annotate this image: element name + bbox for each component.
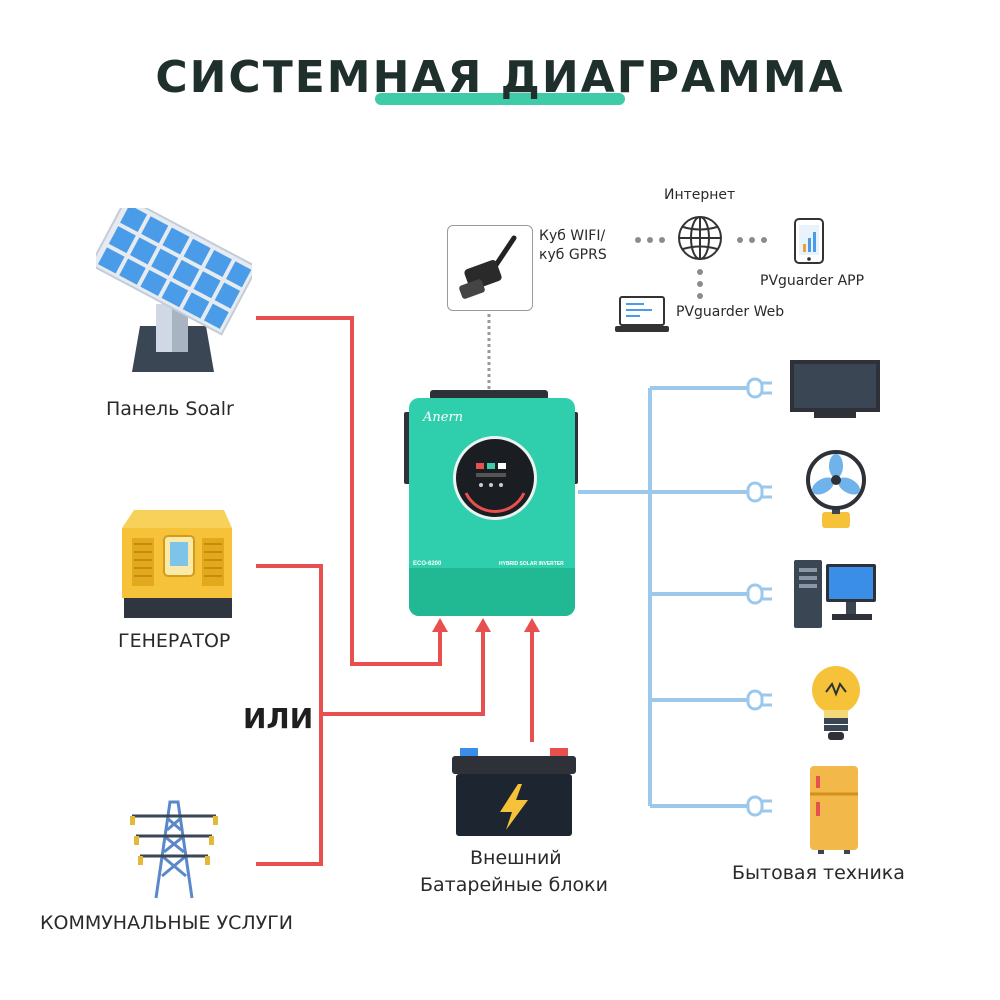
solar-wire xyxy=(256,316,442,666)
solar-label: Панель Soalr xyxy=(106,398,234,420)
power-tower-icon xyxy=(130,800,218,899)
generator-icon xyxy=(122,510,232,618)
inverter-model: ECO-6200 xyxy=(413,561,442,567)
wifi-label-line2: куб GPRS xyxy=(539,247,607,263)
inverter-type: HYBRID SOLAR INVERTER xyxy=(499,561,564,567)
utility-label: КОММУНАЛЬНЫЕ УСЛУГИ xyxy=(40,912,294,934)
battery-label-line1: Внешний xyxy=(470,847,562,869)
inverter-display xyxy=(453,436,537,520)
phone-app-icon xyxy=(794,218,824,264)
inverter-brand: Anern xyxy=(423,410,464,425)
laptop-web-icon xyxy=(615,296,669,332)
appliances-label: Бытовая техника xyxy=(732,862,905,884)
inverter-left-handle xyxy=(404,412,412,484)
battery-icon xyxy=(452,748,576,836)
title-underline xyxy=(375,93,625,105)
globe-icon xyxy=(678,216,722,260)
display-screen-icon xyxy=(464,463,526,513)
network-dots xyxy=(635,237,767,299)
or-label: ИЛИ xyxy=(243,702,314,735)
battery-label-line2: Батарейные блоки xyxy=(420,874,608,896)
tv-icon xyxy=(790,360,880,418)
output-wires xyxy=(578,386,748,808)
inverter-bottom-panel xyxy=(409,568,575,616)
plug-icons xyxy=(746,377,772,817)
hybrid-inverter: Anern ECO-6200 HYBRID SOLAR INVERTER xyxy=(409,398,575,616)
fan-icon xyxy=(806,450,866,528)
wifi-label-line1: Куб WIFI/ xyxy=(539,228,606,244)
input-arrows xyxy=(432,618,540,632)
app-label: PVguarder APP xyxy=(760,273,865,289)
light-bulb-icon xyxy=(812,666,860,740)
grid-wire xyxy=(321,630,485,716)
generator-label: ГЕНЕРАТОР xyxy=(118,630,231,652)
computer-icon xyxy=(794,560,876,628)
internet-label: Интернет xyxy=(664,187,736,203)
refrigerator-icon xyxy=(810,766,858,854)
web-label: PVguarder Web xyxy=(676,304,785,320)
wifi-cube-box xyxy=(447,225,533,311)
wifi-dongle-icon xyxy=(459,235,517,299)
page-title: СИСТЕМНАЯ ДИАГРАММА xyxy=(155,52,845,103)
solar-panel-icon xyxy=(96,208,252,372)
